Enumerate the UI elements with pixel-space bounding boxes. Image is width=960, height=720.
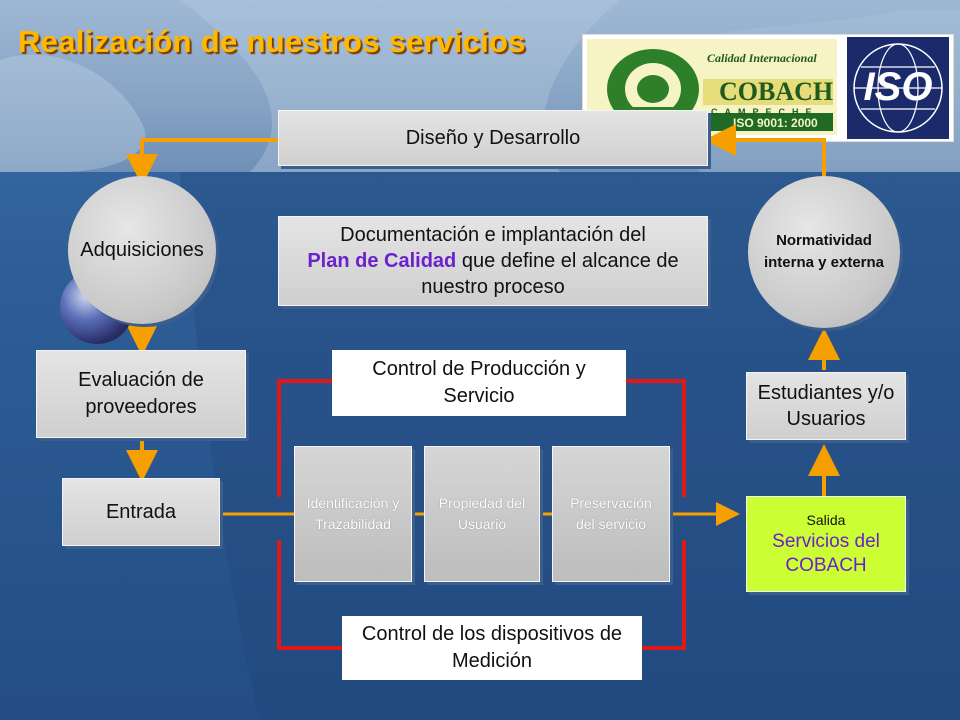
entrada-box: Entrada	[62, 478, 220, 546]
evaluacion-label: Evaluación de proveedores	[78, 369, 204, 418]
control-produccion-label: Control de Producción y Servicio	[372, 358, 586, 407]
estudiantes-label: Estudiantes y/o Usuarios	[757, 382, 895, 430]
normatividad-label: Normatividad interna y externa	[763, 232, 885, 271]
documentacion-pre: Documentación e implantación del	[340, 224, 646, 246]
iso-text: ISO	[863, 65, 933, 109]
control-dispositivos-label: Control de los dispositivos de Medición	[361, 623, 623, 672]
identificacion-box: Identificación y Trazabilidad	[294, 446, 412, 582]
normatividad-node: Normatividad interna y externa	[748, 176, 900, 328]
logo-graphic	[587, 37, 949, 139]
diseno-label: Diseño y Desarrollo	[405, 126, 581, 149]
documentacion-text: Documentación e implantación del Plan de…	[287, 222, 699, 300]
salida-value: Servicios del COBACH	[772, 531, 880, 576]
logo-line1: Calidad Internacional	[707, 51, 817, 65]
entrada-label: Entrada	[105, 500, 177, 523]
red-loop-top-left	[277, 379, 332, 497]
adquisiciones-node: Adquisiciones	[68, 176, 216, 324]
arrow-diseno-adquisiciones	[126, 138, 278, 186]
control-dispositivos-box: Control de los dispositivos de Medición	[342, 616, 642, 680]
preservacion-label: Preservación del servicio	[570, 495, 652, 532]
propiedad-usuario-box: Propiedad del Usuario	[424, 446, 540, 582]
diseno-desarrollo-box: Diseño y Desarrollo	[278, 110, 708, 166]
adquisiciones-label: Adquisiciones	[80, 238, 204, 261]
documentacion-box: Documentación e implantación del Plan de…	[278, 216, 708, 306]
evaluacion-proveedores-box: Evaluación de proveedores	[36, 350, 246, 438]
control-produccion-box: Control de Producción y Servicio	[332, 350, 626, 416]
logo-line2: COBACH	[719, 77, 834, 106]
salida-label: Salida	[806, 512, 846, 528]
identificacion-label: Identificación y Trazabilidad	[306, 495, 400, 532]
plan-calidad-highlight: Plan de Calidad	[307, 250, 457, 272]
red-loop-top-right	[626, 379, 686, 497]
logo-line3: CAMPECHE	[711, 107, 819, 117]
propiedad-label: Propiedad del Usuario	[438, 495, 526, 532]
estudiantes-box: Estudiantes y/o Usuarios	[746, 372, 906, 440]
red-loop-bottom-left	[277, 540, 342, 650]
arrow-normatividad-diseno	[704, 124, 826, 178]
salida-box: Salida Servicios del COBACH	[746, 496, 906, 592]
red-loop-bottom-right	[642, 540, 686, 650]
logo-line4: ISO 9001: 2000	[733, 116, 818, 130]
documentacion-post: que define el alcance de nuestro proceso	[421, 250, 679, 298]
page-title: Realización de nuestros servicios	[18, 24, 526, 59]
preservacion-box: Preservación del servicio	[552, 446, 670, 582]
